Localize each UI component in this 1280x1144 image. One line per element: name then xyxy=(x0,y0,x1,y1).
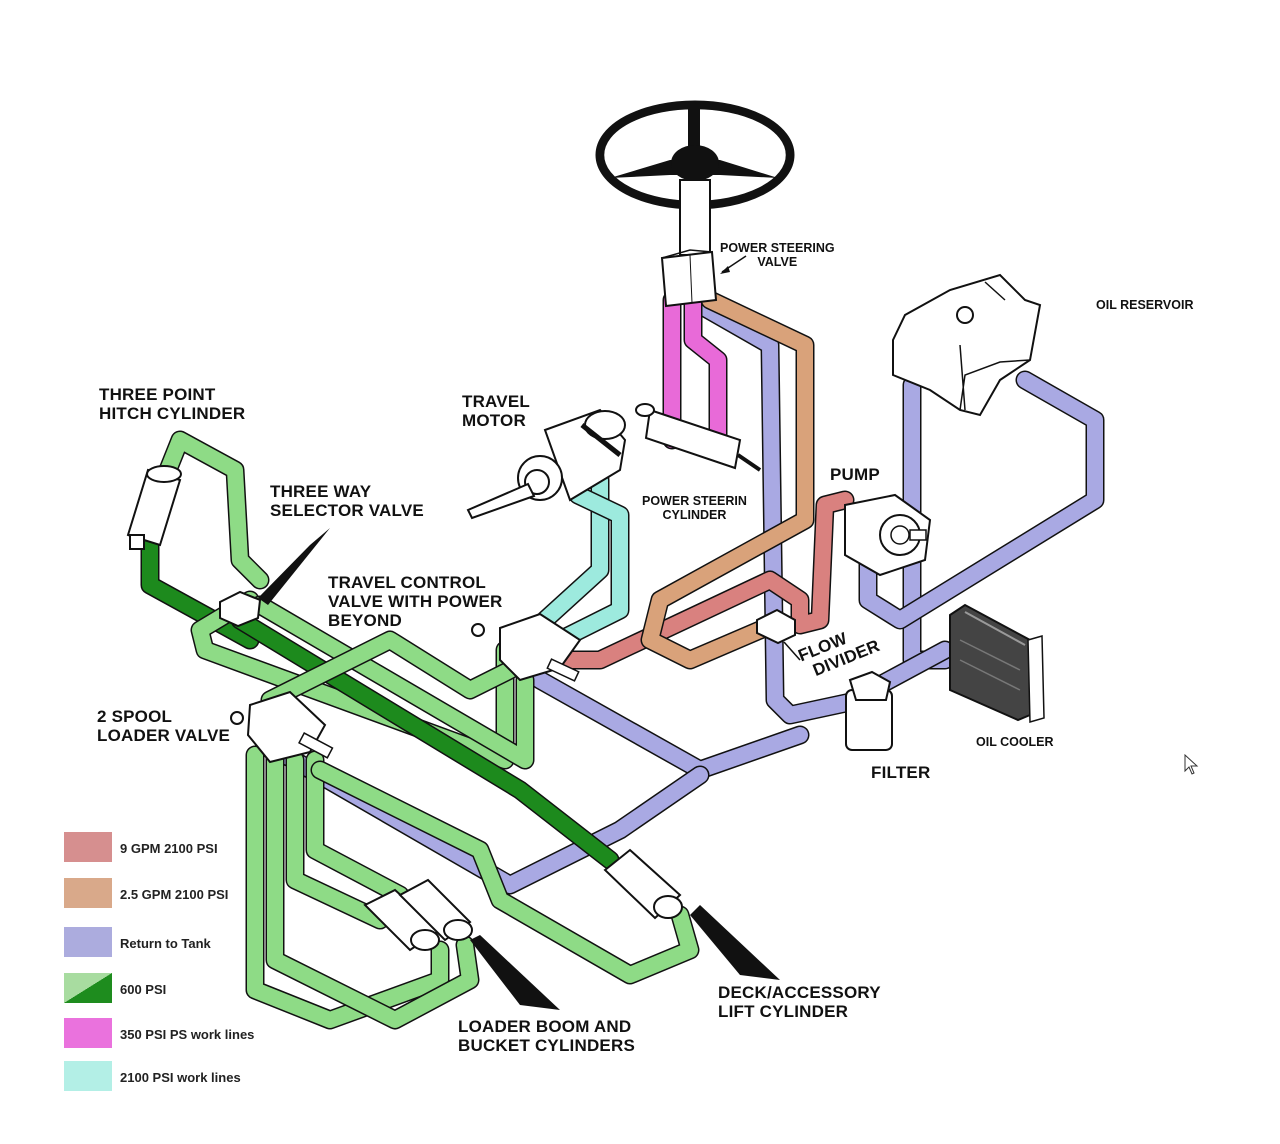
power-steering-valve xyxy=(660,249,747,308)
legend-swatch xyxy=(64,1018,112,1048)
pressure-line-9gpm xyxy=(557,492,853,668)
legend-item-600psi: 600 PSI xyxy=(64,973,304,1005)
label-oil-reservoir: OIL RESERVOIR xyxy=(1096,298,1194,312)
green-line-a xyxy=(192,592,513,768)
filter xyxy=(845,670,893,751)
legend-label: 2100 PSI work lines xyxy=(120,1070,241,1085)
travel-control-valve xyxy=(471,612,582,682)
deck-lift-cylinder xyxy=(603,848,780,980)
legend-label: Return to Tank xyxy=(120,936,211,951)
legend-swatch xyxy=(64,1061,112,1091)
oil-reservoir xyxy=(892,273,1042,417)
loader-line-2 xyxy=(267,747,478,1028)
return-line-cooler-filter xyxy=(872,642,953,693)
loader-boom-cylinders xyxy=(363,878,560,1010)
loader-line-4 xyxy=(307,752,408,903)
two-spool-loader-valve xyxy=(230,690,334,764)
legend-item-2100psi: 2100 PSI work lines xyxy=(64,1061,304,1093)
power-steering-cylinder xyxy=(635,403,762,472)
deck-line xyxy=(312,762,698,983)
legend-label: 2.5 GPM 2100 PSI xyxy=(120,887,229,902)
travel-work-line-2 xyxy=(552,487,628,648)
legend-item-350psi: 350 PSI PS work lines xyxy=(64,1018,304,1050)
legend-label: 350 PSI PS work lines xyxy=(120,1027,255,1042)
label-oil-cooler: OIL COOLER xyxy=(976,735,1054,749)
pressure-line-2-5gpm xyxy=(642,292,813,668)
travel-motor xyxy=(466,408,627,520)
ps-work-line-2 xyxy=(685,292,726,458)
pump xyxy=(844,493,932,577)
three-point-hitch-cylinder xyxy=(126,465,182,550)
green-line-d xyxy=(262,632,518,708)
label-pump: PUMP xyxy=(830,465,880,484)
mouse-cursor-icon xyxy=(1184,754,1199,775)
loader-line-3 xyxy=(287,752,388,928)
legend-swatch xyxy=(64,973,112,1003)
legend-label: 600 PSI xyxy=(120,982,167,997)
flow-divider xyxy=(756,608,801,661)
legend-item-9gpm: 9 GPM 2100 PSI xyxy=(64,832,304,864)
legend-swatch xyxy=(64,832,112,862)
legend-item-return: Return to Tank xyxy=(64,927,304,959)
label-filter: FILTER xyxy=(871,763,931,782)
return-line-loader xyxy=(277,747,708,893)
steering-wheel xyxy=(595,100,795,256)
legend-label: 9 GPM 2100 PSI xyxy=(120,841,218,856)
three-way-selector-valve xyxy=(219,528,330,628)
return-line-tcv xyxy=(532,672,808,778)
loader-line-1 xyxy=(247,747,448,1028)
oil-cooler xyxy=(949,603,1045,723)
hitch-line-1 xyxy=(160,432,268,588)
return-line-reservoir-pump xyxy=(860,372,1103,628)
hydraulic-lines xyxy=(140,290,1105,1030)
legend-swatch xyxy=(64,927,112,957)
legend-item-2-5gpm: 2.5 GPM 2100 PSI xyxy=(64,878,304,910)
legend-swatch xyxy=(64,878,112,908)
return-line-ps xyxy=(692,297,868,723)
